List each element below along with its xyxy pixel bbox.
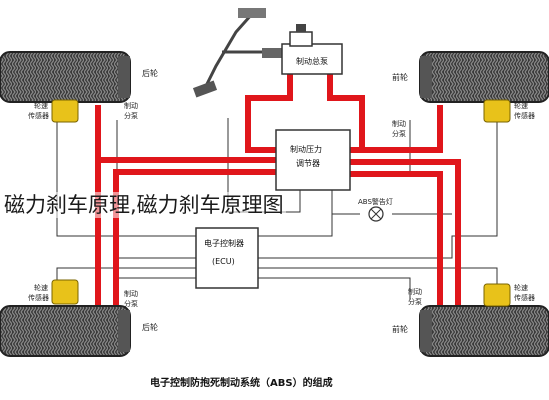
modulator-label-line2: 调节器 (296, 159, 320, 168)
brake-lines (95, 70, 461, 318)
cyl-label-rear-bottom-1: 制动 (124, 289, 138, 298)
sensor-label-front-bottom-2: 传感器 (514, 293, 535, 302)
abs-warning-lamp: ABS警告灯 (358, 197, 393, 222)
tire-rear-top (0, 51, 131, 103)
speed-sensor-front-top (483, 99, 511, 123)
cyl-label-front-top-2: 分泵 (392, 129, 406, 138)
sensor-label-front-top-2: 传感器 (514, 111, 535, 120)
cyl-label-front-bottom-2: 分泵 (408, 297, 422, 306)
modulator-label-line1: 制动压力 (290, 144, 322, 154)
cyl-label-front-top-1: 制动 (392, 119, 406, 128)
speed-sensor-rear-bottom (51, 279, 79, 305)
sensor-label-front-bottom-1: 轮速 (514, 283, 528, 292)
pedal-mount (238, 8, 266, 18)
tire-front-bottom (419, 305, 549, 357)
pedal-pad (192, 80, 218, 98)
sensor-label-rear-top-2: 传感器 (28, 111, 49, 120)
wheel-label-front-bottom: 前轮 (392, 324, 408, 334)
wheel-label-rear-top: 后轮 (142, 68, 158, 78)
pressure-modulator: 制动压力 调节器 (275, 129, 351, 191)
ecu: 电子控制器 (ECU) (195, 227, 259, 289)
wheel-label-rear-bottom: 后轮 (142, 322, 158, 332)
sensor-label-rear-bottom-2: 传感器 (28, 293, 49, 302)
ecu-label-line1: 电子控制器 (204, 238, 244, 248)
master-cylinder-label: 制动总泵 (296, 56, 328, 66)
cyl-label-rear-top-2: 分泵 (124, 111, 138, 120)
diagram-caption: 电子控制防抱死制动系统（ABS）的组成 (150, 376, 333, 389)
abs-warning-label: ABS警告灯 (358, 197, 393, 206)
cyl-label-front-bottom-1: 制动 (408, 287, 422, 296)
cyl-label-rear-top-1: 制动 (124, 101, 138, 110)
booster-pushrod (262, 48, 282, 58)
sensor-label-rear-top-1: 轮速 (34, 101, 48, 110)
speed-sensor-rear-top (51, 99, 79, 123)
cyl-label-rear-bottom-2: 分泵 (124, 299, 138, 308)
ecu-label-line2: (ECU) (212, 257, 235, 266)
sensor-label-rear-bottom-1: 轮速 (34, 283, 48, 292)
tire-rear-bottom (0, 305, 131, 357)
overlay-title: 磁力刹车原理,磁力刹车原理图 (2, 192, 286, 218)
tire-front-top (419, 51, 549, 103)
wheel-label-front-top: 前轮 (392, 72, 408, 82)
brake-pedal (202, 13, 262, 91)
speed-sensor-front-bottom (483, 283, 511, 307)
master-cylinder: 制动总泵 (281, 24, 343, 75)
sensor-label-front-top-1: 轮速 (514, 101, 528, 110)
